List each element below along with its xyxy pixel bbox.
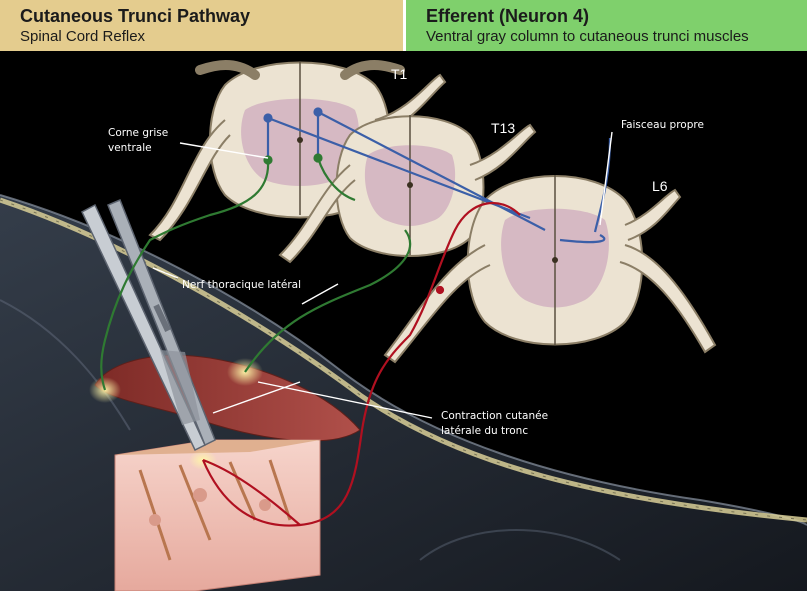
afferent-nerve: [201, 201, 521, 527]
header-neuron-panel: Efferent (Neuron 4) Ventral gray column …: [403, 0, 807, 51]
segment-label-t13: T13: [491, 120, 515, 136]
neuron-title: Efferent (Neuron 4): [426, 6, 590, 26]
label-tronc: latérale du tronc: [441, 425, 528, 437]
label-contraction: Contraction cutanée: [441, 410, 548, 422]
pathway-subtitle: Spinal Cord Reflex: [20, 28, 146, 45]
segment-label-t1: T1: [391, 66, 408, 82]
neuron-subtitle: Ventral gray column to cutaneous trunci …: [426, 28, 749, 45]
label-ventrale: ventrale: [108, 142, 152, 154]
header-pathway-panel: Cutaneous Trunci Pathway Spinal Cord Ref…: [0, 0, 403, 51]
forceps-instrument: [81, 199, 216, 452]
label-corne-grise: Corne grise: [108, 127, 168, 139]
label-faisceau-propre: Faisceau propre: [621, 119, 704, 131]
segment-label-l6: L6: [652, 178, 668, 194]
lateral-thoracic-nerve: [100, 153, 412, 391]
label-leader-lines: [152, 131, 613, 419]
label-nerf-thoracique: Nerf thoracique latéral: [182, 279, 301, 291]
pathway-title: Cutaneous Trunci Pathway: [20, 6, 251, 26]
body-spinal-cord: [0, 197, 807, 523]
